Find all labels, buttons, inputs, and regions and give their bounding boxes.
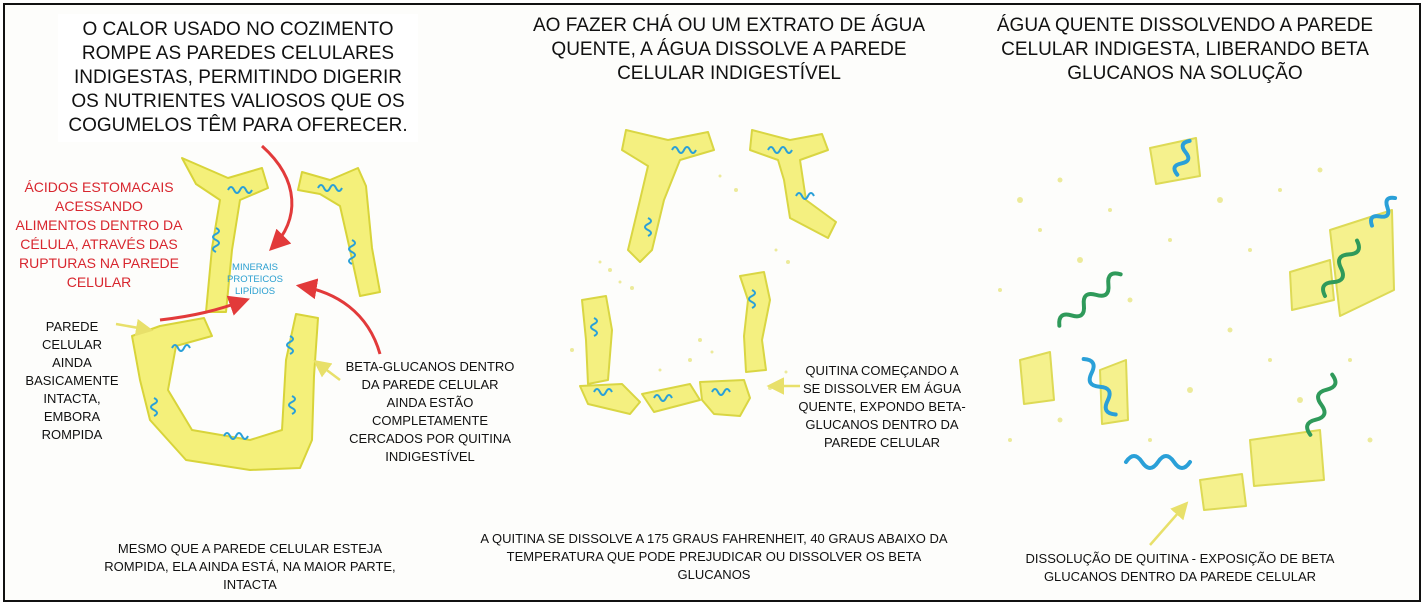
panel1-helices bbox=[150, 184, 356, 440]
panel2-helices bbox=[590, 146, 815, 402]
wall-fragment bbox=[749, 129, 837, 239]
beta-glucan-helix-icon bbox=[212, 227, 220, 253]
beta-glucan-helix-icon bbox=[1172, 138, 1192, 177]
beta-glucan-helix-icon bbox=[1081, 357, 1118, 417]
panel1-pointers bbox=[115, 318, 341, 381]
beta-glucan-helix-icon bbox=[348, 239, 356, 265]
wall-fragment bbox=[1199, 473, 1247, 511]
beta-glucan-helix-icon bbox=[644, 217, 652, 237]
panel3-particles bbox=[998, 167, 1373, 443]
beta-glucan-helix-icon bbox=[590, 317, 598, 337]
acid-label: ÁCIDOS ESTOMACAIS ACESSANDO ALIMENTOS DE… bbox=[15, 179, 183, 290]
panel3-wall-fragments bbox=[1019, 137, 1395, 511]
panel2-particles bbox=[570, 174, 790, 390]
wall-fragment bbox=[621, 129, 715, 263]
panel3-caption: DISSOLUÇÃO DE QUITINA - EXPOSIÇÃO DE BET… bbox=[1025, 551, 1335, 584]
nutrients-label: MINERAIS PROTEICOS LIPÍDIOS bbox=[227, 262, 283, 297]
beta-glucan-helix-icon bbox=[767, 146, 793, 154]
beta-glucan-helix-icon bbox=[711, 388, 731, 396]
pointer-beta bbox=[313, 359, 341, 381]
beta-glucan-helix-icon bbox=[1305, 372, 1338, 437]
panel3-title: ÁGUA QUENTE DISSOLVENDO A PAREDE CELULAR… bbox=[996, 15, 1374, 84]
beta-glucan-helix-icon bbox=[653, 394, 673, 402]
beta-glucan-helix-icon bbox=[288, 395, 296, 415]
panel2-caption: A QUITINA SE DISSOLVE A 175 GRAUS FAHREN… bbox=[480, 531, 948, 582]
panel2-title: AO FAZER CHÁ OU UM EXTRATO DE ÁGUA QUENT… bbox=[532, 15, 925, 84]
wall-fragment bbox=[181, 157, 269, 313]
pointer-exposure bbox=[1149, 501, 1189, 546]
wall-fragment bbox=[297, 167, 381, 297]
beta-glucan-helix-icon bbox=[1124, 454, 1192, 470]
chitin-dissolving-label: QUITINA COMEÇANDO A SE DISSOLVER EM ÁGUA… bbox=[798, 363, 966, 450]
panel3-helices bbox=[1057, 138, 1398, 470]
beta-glucan-helix-icon bbox=[1057, 271, 1123, 328]
beta-glucan-helix-icon bbox=[286, 335, 294, 355]
wall-fragment bbox=[131, 313, 319, 471]
beta-glucan-helix-icon bbox=[671, 146, 697, 154]
arrow-from-acid bbox=[159, 295, 250, 322]
wall-fragment bbox=[1149, 137, 1201, 185]
beta-glucan-helix-icon bbox=[593, 388, 613, 396]
beta-glucan-helix-icon bbox=[227, 186, 253, 194]
beta-glucan-helix-icon bbox=[795, 192, 815, 200]
beta-glucan-helix-icon bbox=[1369, 195, 1398, 228]
panel1-red-arrows bbox=[159, 144, 382, 355]
panel1-title: O CALOR USADO NO COZIMENTO ROMPE AS PARE… bbox=[58, 14, 418, 142]
wall-fragment bbox=[581, 295, 613, 385]
wall-fragment bbox=[699, 379, 751, 417]
beta-glucan-helix-icon bbox=[171, 344, 191, 352]
panel1-caption: MESMO QUE A PAREDE CELULAR ESTEJA ROMPID… bbox=[104, 541, 396, 592]
wall-fragment bbox=[739, 271, 771, 373]
wall-fragment bbox=[1019, 351, 1055, 405]
beta-inside-label: BETA-GLUCANOS DENTRO DA PAREDE CELULAR A… bbox=[345, 359, 515, 464]
beta-glucan-helix-icon bbox=[317, 184, 343, 192]
pointer-wall bbox=[115, 318, 154, 337]
wall-fragment bbox=[1289, 259, 1335, 311]
wall-fragment bbox=[1249, 429, 1325, 487]
beta-glucan-helix-icon bbox=[223, 432, 249, 440]
beta-glucan-helix-icon bbox=[1321, 238, 1361, 298]
wall-intact-label: PAREDE CELULAR AINDA BASICAMENTE INTACTA… bbox=[25, 319, 119, 442]
panel3-pointers bbox=[1149, 501, 1189, 546]
beta-glucan-helix-icon bbox=[150, 397, 158, 417]
arrow-from-title bbox=[260, 144, 294, 251]
beta-glucan-helix-icon bbox=[748, 289, 756, 309]
arrow-from-beta bbox=[295, 278, 382, 355]
